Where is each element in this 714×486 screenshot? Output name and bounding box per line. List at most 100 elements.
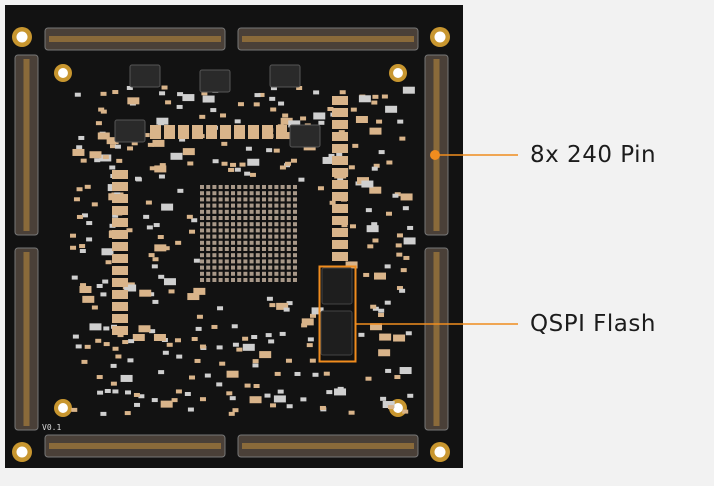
smd-component: [138, 394, 145, 399]
inductor: [269, 64, 301, 88]
bga-pad: [262, 216, 266, 220]
bga-pad: [268, 247, 273, 251]
smd-component: [244, 171, 251, 176]
bga-pad: [262, 240, 266, 245]
bga-pad: [243, 216, 248, 220]
smd-component: [221, 161, 228, 166]
bga-pad: [255, 222, 260, 227]
smd-component: [253, 102, 260, 107]
smd-component: [106, 137, 119, 145]
smd-component: [110, 381, 117, 386]
smd-component: [80, 283, 87, 288]
capacitor: [332, 252, 348, 261]
connector-pins: [242, 443, 414, 449]
smd-component: [76, 214, 83, 219]
connector-pins: [433, 59, 440, 231]
smd-component: [189, 295, 196, 300]
bga-pad: [243, 271, 248, 276]
smd-component: [71, 275, 78, 280]
bga-pad: [231, 228, 235, 233]
smd-component: [195, 326, 202, 331]
smd-component: [134, 176, 141, 181]
smd-component: [373, 163, 380, 168]
smd-component: [386, 160, 393, 165]
smd-component: [187, 407, 194, 412]
smd-component: [114, 144, 121, 149]
smd-component: [153, 333, 166, 341]
bga-pad: [237, 203, 242, 208]
smd-component: [133, 392, 140, 397]
bga-pad: [243, 265, 248, 270]
smd-component: [161, 203, 174, 211]
bga-pad: [237, 228, 242, 233]
smd-component: [345, 261, 358, 269]
smd-component: [70, 245, 77, 250]
smd-component: [177, 92, 184, 97]
smd-component: [131, 141, 138, 146]
qspi-highlight-box: [318, 265, 357, 363]
smd-component: [176, 104, 183, 109]
smd-component: [159, 163, 166, 168]
bga-pad: [206, 203, 211, 208]
capacitor: [112, 230, 128, 239]
smd-component: [124, 284, 137, 292]
bga-processor-footprint: [200, 185, 297, 282]
smd-component: [79, 248, 86, 253]
bga-pad: [206, 222, 211, 227]
smd-component: [171, 398, 178, 403]
smd-component: [251, 335, 258, 340]
smd-component: [270, 86, 277, 91]
smd-component: [161, 85, 168, 90]
smd-component: [348, 165, 355, 170]
smd-component: [162, 350, 169, 355]
bga-pad: [200, 240, 204, 245]
bga-pad: [231, 222, 235, 227]
bga-pad: [200, 197, 204, 202]
capacitor: [332, 204, 348, 213]
bga-pad: [224, 253, 229, 258]
bga-pad: [224, 203, 229, 208]
smd-component: [307, 337, 314, 342]
bga-pad: [218, 247, 223, 251]
bga-pad: [286, 259, 291, 264]
bga-pad: [262, 191, 266, 196]
bga-pad: [243, 209, 248, 214]
bga-pad: [243, 222, 248, 227]
smd-component: [245, 146, 252, 151]
bga-pad: [255, 216, 260, 220]
bga-pad: [286, 278, 291, 282]
bga-pad: [212, 209, 217, 214]
capacitor: [332, 108, 348, 117]
smd-component: [286, 301, 293, 306]
bga-pad: [249, 234, 254, 239]
bga-pad: [237, 209, 242, 214]
smd-component: [253, 384, 260, 389]
smd-component: [239, 162, 246, 167]
smd-component: [217, 306, 224, 311]
bga-pad: [237, 271, 242, 276]
smd-component: [358, 95, 371, 103]
bga-pad: [268, 271, 273, 276]
smd-component: [399, 367, 412, 375]
smd-component: [385, 105, 398, 113]
smd-component: [326, 390, 333, 395]
smd-component: [258, 92, 265, 97]
smd-component: [247, 158, 260, 166]
bga-pad: [268, 197, 273, 202]
smd-component: [366, 225, 379, 233]
smd-component: [276, 302, 289, 310]
bga-pad: [293, 278, 297, 282]
smd-component: [355, 116, 368, 124]
capacitor: [112, 254, 128, 263]
bga-pad: [206, 265, 211, 270]
bga-pad: [268, 216, 273, 220]
smd-component: [371, 166, 378, 171]
smd-component: [306, 343, 313, 348]
capacitor: [112, 206, 128, 215]
smd-component: [273, 148, 280, 153]
bga-pad: [206, 253, 211, 258]
smd-component: [170, 152, 183, 160]
smd-component: [378, 349, 391, 357]
smd-component: [405, 331, 412, 336]
capacitor: [112, 266, 128, 275]
